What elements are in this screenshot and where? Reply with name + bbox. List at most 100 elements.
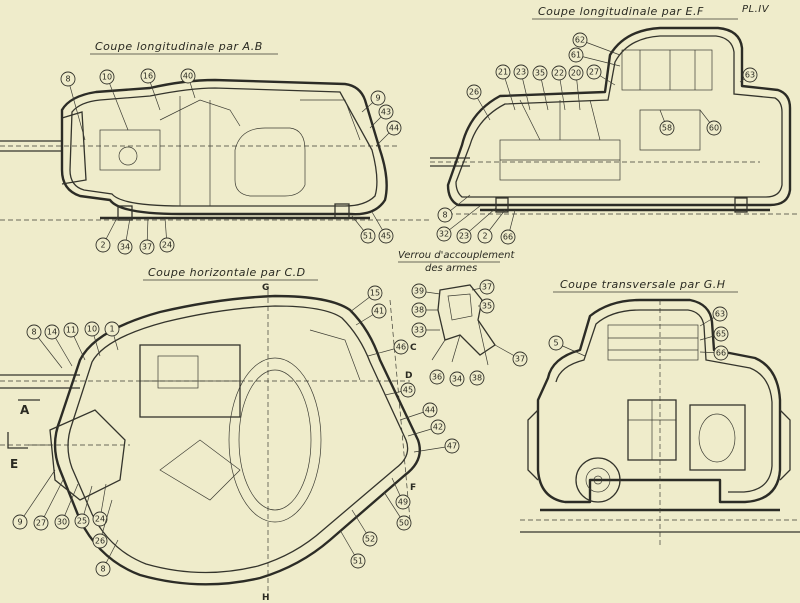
seat [234,127,306,197]
callout-label: 22 [554,69,564,78]
callout-label: 46 [396,343,406,352]
callout-label: 37 [482,283,492,292]
section-letter-h: H [262,593,270,603]
callout-label: 8 [442,211,447,220]
callout-label: 38 [414,306,424,315]
callout-label: 9 [17,518,22,527]
callout-label: 11 [66,326,76,335]
callout-label: 23 [459,232,469,241]
section-letter-g: G [262,283,269,293]
section-letter-f: F [410,483,416,493]
callout-label: 10 [102,73,112,82]
callout-label: 52 [365,535,375,544]
callout-label: 23 [516,68,526,77]
callout-label: 16 [143,72,153,81]
callout-label: 63 [715,310,725,319]
callout-label: 30 [57,518,67,527]
callout-label: 8 [65,75,70,84]
callout-label: 37 [515,355,525,364]
callout-label: 51 [353,557,363,566]
turret-profile-ab [60,78,388,216]
callout-label: 39 [414,287,424,296]
view-title-trans-gh: Coupe transversale par G.H [560,278,726,291]
mantlet [61,111,87,185]
cupola [607,324,699,361]
callout-label: 15 [370,289,380,298]
callout-label: 25 [77,517,87,526]
view-longitudinal-ef: Coupe longitudinale par E.F 62 61 21 [430,5,800,245]
view-title-long-ef: Coupe longitudinale par E.F [538,5,704,18]
callout-label: 40 [183,72,193,81]
view-title-horiz-cd: Coupe horizontale par C.D [148,266,306,279]
lock-caption-2: des armes [425,263,477,274]
callout-label: 35 [482,302,492,311]
ammunition-rack [689,404,746,471]
callout-label: 27 [589,68,599,77]
turret-floor [228,357,322,523]
callout-label: 14 [47,328,57,337]
callout-label: 35 [535,69,545,78]
callout-label: 41 [374,307,384,316]
callout-label: 42 [433,423,443,432]
callout-label: 47 [447,442,457,451]
section-letter-e: E [10,457,18,471]
callout-label: 49 [398,498,408,507]
callout-label: 32 [439,230,449,239]
callout-label: 50 [399,519,409,528]
callout-label: 8 [31,328,36,337]
section-letter-d: D [405,371,412,381]
callout-label: 62 [575,36,585,45]
callout-label: 27 [36,519,46,528]
callout-label: 63 [745,71,755,80]
callout-label: 24 [95,515,105,524]
section-line-ef [389,299,411,521]
callout-label: 65 [716,330,726,339]
callout-label: 38 [472,374,482,383]
callout-label: 45 [381,232,391,241]
callout-label: 20 [571,69,581,78]
gun-breech [99,129,161,171]
callout-label: 2 [100,241,105,250]
coupling-mount [49,409,126,501]
callout-label: 36 [432,373,442,382]
callout-label: 26 [469,88,479,97]
callout-label: 33 [414,326,424,335]
view-horizontal-cd: Coupe horizontale par C.D A E G H D [0,266,460,603]
turret-profile-ef [446,26,792,207]
callout-label: 66 [716,349,726,358]
section-letter-a: A [20,403,30,417]
callout-label: 44 [425,406,435,415]
callout-label: 44 [389,124,399,133]
callout-label: 8 [100,565,105,574]
lock-caption-1: Verrou d'accouplement [398,250,515,261]
view-title-long-ab: Coupe longitudinale par A.B [95,40,263,53]
lock-mechanism [437,284,496,356]
traverse-gear [575,457,621,503]
callout-label: 66 [503,233,513,242]
callout-label: 21 [498,68,508,77]
callout-label: 2 [482,232,487,241]
view-coupling-lock: Verrou d'accouplement des armes 39 38 33… [398,250,528,387]
turret-transverse-gh [536,298,782,504]
callout-label: 58 [662,124,672,133]
sheet-corner-mark: PL.IV [742,4,770,15]
view-transverse-gh: Coupe transversale par G.H 5 63 [520,278,800,545]
callout-label: 45 [403,386,413,395]
callout-label: 9 [375,94,380,103]
callout-label: 34 [452,375,462,384]
callout-label: 5 [553,339,558,348]
callout-label: 51 [363,232,373,241]
callout-label: 26 [95,537,105,546]
callout-label: 1 [109,325,114,334]
callout-label: 24 [162,241,172,250]
callout-label: 60 [709,124,719,133]
callout-label: 43 [381,108,391,117]
section-letter-c: C [410,343,417,353]
cupola [621,49,713,91]
callout-label: 61 [571,51,581,60]
view-longitudinal-ab: Coupe longitudinale par A.B 8 10 16 [0,40,430,255]
callout-label: 37 [142,243,152,252]
callout-label: 10 [87,325,97,334]
callout-label: 34 [120,243,130,252]
